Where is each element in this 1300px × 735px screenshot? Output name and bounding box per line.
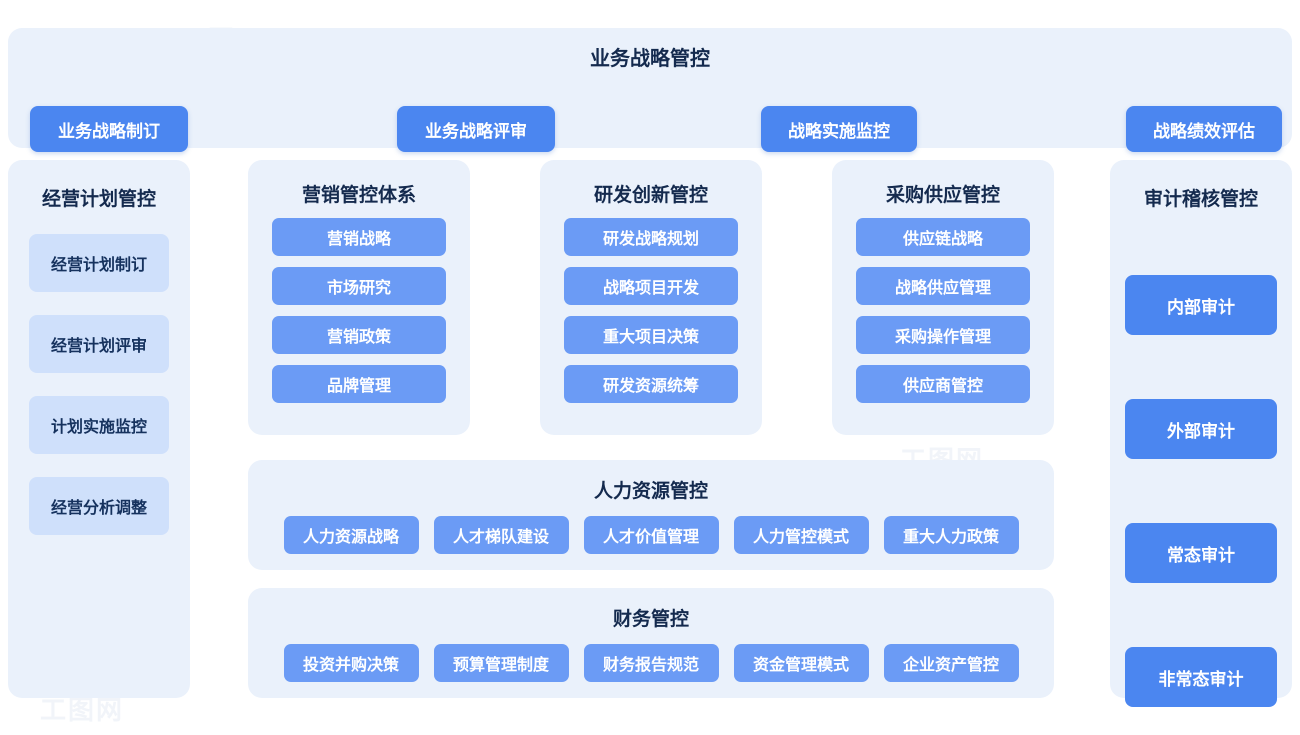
operating-plan-title: 经营计划管控 (41, 189, 156, 210)
purchasing-supply-panel: 采购供应管控 供应链战略 战略供应管理 采购操作管理 供应商管控 (832, 160, 1054, 435)
business-strategy-panel: 业务战略管控 业务战略制订 业务战略评审 战略实施监控 战略绩效评估 (8, 28, 1292, 152)
purchasing-supply-title: 采购供应管控 (885, 185, 1000, 206)
marketing-item-3[interactable]: 品牌管理 (272, 365, 446, 403)
operating-plan-item-2[interactable]: 计划实施监控 (29, 396, 169, 454)
finance-item-0[interactable]: 投资并购决策 (283, 644, 419, 682)
finance-item-1[interactable]: 预算管理制度 (433, 644, 569, 682)
finance-item-3[interactable]: 资金管理模式 (733, 644, 869, 682)
audit-panel: 审计稽核管控 内部审计 外部审计 常态审计 非常态审计 (1110, 160, 1292, 707)
finance-item-4[interactable]: 企业资产管控 (883, 644, 1019, 682)
audit-item-1[interactable]: 外部审计 (1125, 399, 1277, 459)
rd-innovation-title: 研发创新管控 (593, 185, 708, 206)
marketing-item-1[interactable]: 市场研究 (272, 267, 446, 305)
audit-item-2[interactable]: 常态审计 (1125, 523, 1277, 583)
hr-item-4[interactable]: 重大人力政策 (883, 516, 1019, 554)
chip-strategy-implementation-monitoring[interactable]: 战略实施监控 (761, 106, 917, 152)
operating-plan-item-0[interactable]: 经营计划制订 (29, 234, 169, 292)
finance-items-row: 投资并购决策 预算管理制度 财务报告规范 资金管理模式 企业资产管控 (248, 644, 1054, 682)
rd-item-3[interactable]: 研发资源统筹 (564, 365, 738, 403)
audit-item-0[interactable]: 内部审计 (1125, 275, 1277, 335)
hr-item-1[interactable]: 人才梯队建设 (433, 516, 569, 554)
audit-title: 审计稽核管控 (1143, 189, 1258, 210)
hr-items-row: 人力资源战略 人才梯队建设 人才价值管理 人力管控模式 重大人力政策 (248, 516, 1054, 554)
rd-item-0[interactable]: 研发战略规划 (564, 218, 738, 256)
operating-plan-item-1[interactable]: 经营计划评审 (29, 315, 169, 373)
marketing-item-2[interactable]: 营销政策 (272, 316, 446, 354)
hr-title: 人力资源管控 (593, 481, 708, 502)
operating-plan-item-3[interactable]: 经营分析调整 (29, 477, 169, 535)
hr-item-2[interactable]: 人才价值管理 (583, 516, 719, 554)
purchasing-item-3[interactable]: 供应商管控 (856, 365, 1030, 403)
rd-item-1[interactable]: 战略项目开发 (564, 267, 738, 305)
chip-strategy-performance-evaluation[interactable]: 战略绩效评估 (1126, 106, 1282, 152)
hr-panel: 人力资源管控 人力资源战略 人才梯队建设 人才价值管理 人力管控模式 重大人力政… (248, 460, 1054, 570)
purchasing-item-0[interactable]: 供应链战略 (856, 218, 1030, 256)
marketing-item-0[interactable]: 营销战略 (272, 218, 446, 256)
business-strategy-title: 业务战略管控 (590, 48, 710, 70)
rd-innovation-panel: 研发创新管控 研发战略规划 战略项目开发 重大项目决策 研发资源统筹 (540, 160, 762, 435)
hr-item-3[interactable]: 人力管控模式 (733, 516, 869, 554)
hr-item-0[interactable]: 人力资源战略 (283, 516, 419, 554)
purchasing-item-1[interactable]: 战略供应管理 (856, 267, 1030, 305)
rd-item-2[interactable]: 重大项目决策 (564, 316, 738, 354)
marketing-title: 营销管控体系 (301, 185, 416, 206)
purchasing-item-2[interactable]: 采购操作管理 (856, 316, 1030, 354)
chip-strategy-review[interactable]: 业务战略评审 (397, 106, 555, 152)
finance-panel: 财务管控 投资并购决策 预算管理制度 财务报告规范 资金管理模式 企业资产管控 (248, 588, 1054, 698)
chip-strategy-formulation[interactable]: 业务战略制订 (30, 106, 188, 152)
audit-item-3[interactable]: 非常态审计 (1125, 647, 1277, 707)
finance-title: 财务管控 (612, 609, 689, 630)
finance-item-2[interactable]: 财务报告规范 (583, 644, 719, 682)
operating-plan-panel: 经营计划管控 经营计划制订 经营计划评审 计划实施监控 经营分析调整 (8, 160, 190, 698)
marketing-panel: 营销管控体系 营销战略 市场研究 营销政策 品牌管理 (248, 160, 470, 435)
